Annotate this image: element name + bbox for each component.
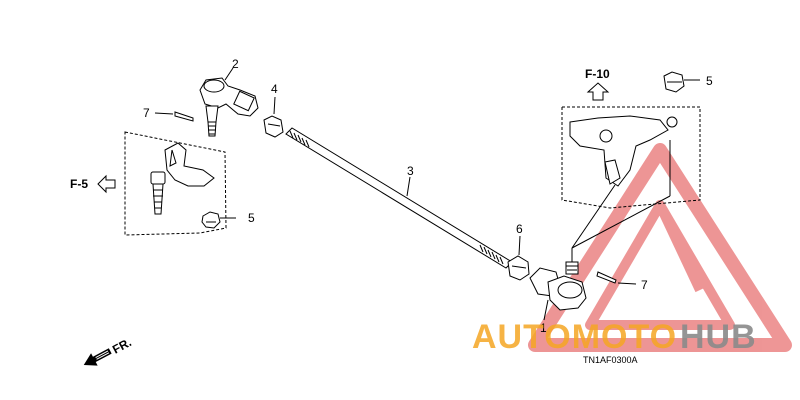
callout-7-right: 7: [641, 278, 648, 292]
knuckle-group-right: [561, 71, 701, 249]
front-direction-indicator: FR.: [83, 335, 134, 366]
arrow-left-icon: [97, 174, 116, 194]
callout-3: 3: [407, 164, 414, 178]
ref-f10-label: F-10: [585, 67, 610, 81]
tie-rod-end-right: [529, 248, 637, 321]
callout-2: 2: [232, 57, 239, 71]
tie-rod-end-left: [154, 67, 259, 137]
watermark-text: AUTOMOTO HUB: [472, 318, 757, 356]
callout-5-left: 5: [248, 211, 255, 225]
callout-6: 6: [516, 222, 523, 236]
ref-f5-label: F-5: [70, 177, 88, 191]
ref-f10: F-10: [585, 67, 610, 101]
watermark-part1: AUTOMOTO: [472, 318, 677, 356]
watermark-part2: HUB: [680, 318, 757, 356]
lock-nut-6: [507, 235, 530, 281]
callout-5-right: 5: [706, 74, 713, 88]
watermark-logo: [528, 143, 792, 352]
lock-nut-4: [263, 96, 284, 138]
arrow-up-icon: [586, 82, 610, 101]
callout-4: 4: [271, 82, 278, 96]
tie-rod: [285, 127, 513, 269]
callout-1: 1: [540, 321, 547, 335]
front-direction-label: FR.: [110, 335, 134, 356]
ref-f5: F-5: [70, 174, 116, 194]
callout-7-left: 7: [143, 106, 150, 120]
diagram-part-code: TN1AF0300A: [583, 355, 638, 365]
steering-knuckle-group: [124, 131, 236, 236]
